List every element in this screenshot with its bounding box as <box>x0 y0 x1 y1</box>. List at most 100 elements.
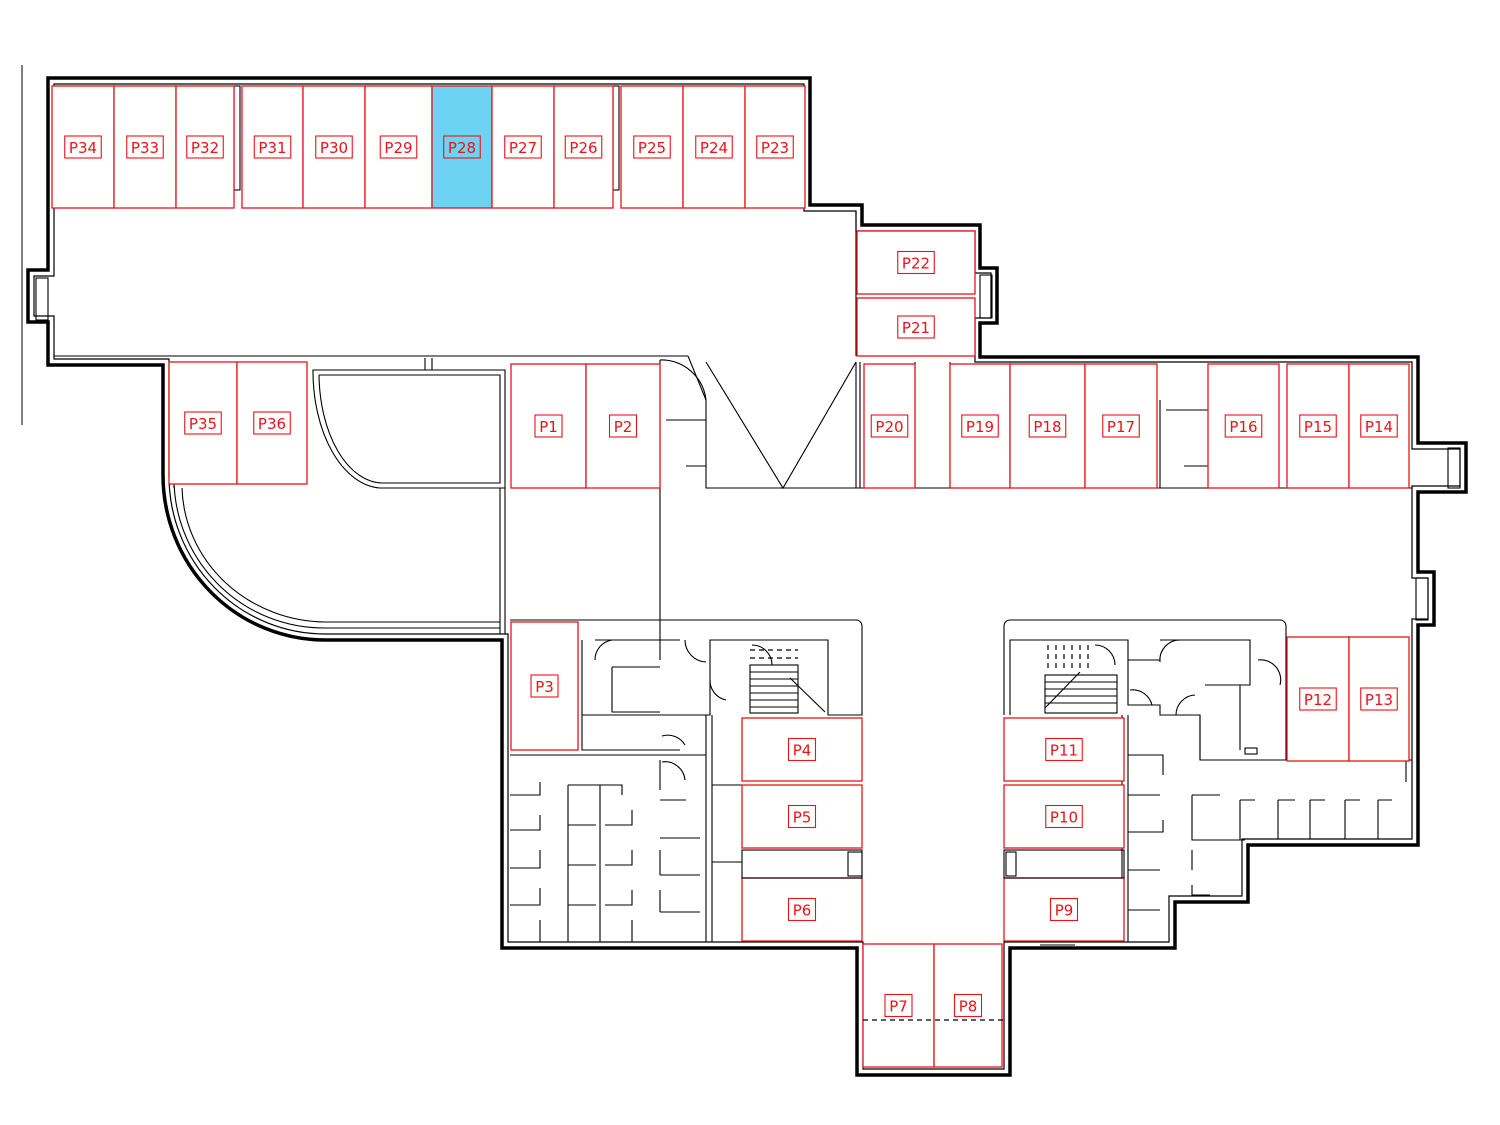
curb-stripes <box>741 849 1125 1021</box>
space-label: P18 <box>1033 418 1061 436</box>
parking-space-p13[interactable]: P13 <box>1348 636 1410 762</box>
parking-space-p4[interactable]: P4 <box>741 717 863 782</box>
space-label-box <box>961 414 999 438</box>
parking-space-p9[interactable]: P9 <box>1003 877 1125 942</box>
parking-space-p35[interactable]: P35 <box>168 361 238 485</box>
space-label-box <box>608 414 638 438</box>
space-label: P26 <box>569 139 597 157</box>
parking-space-p11[interactable]: P11 <box>1003 717 1125 782</box>
parking-space-p7[interactable]: P7 <box>862 943 935 1068</box>
parking-space-p34[interactable]: P34 <box>51 85 115 209</box>
parking-space-p16[interactable]: P16 <box>1207 363 1280 489</box>
space-label-box <box>1224 414 1263 438</box>
parking-space-p18[interactable]: P18 <box>1009 363 1086 489</box>
space-label-box <box>530 674 559 698</box>
space-label: P19 <box>966 418 994 436</box>
space-label: P1 <box>539 418 558 436</box>
space-label: P14 <box>1365 418 1393 436</box>
parking-space-p10[interactable]: P10 <box>1003 784 1125 849</box>
space-label: P36 <box>258 415 286 433</box>
window-west <box>35 277 49 321</box>
space-label: P4 <box>793 742 812 760</box>
parking-space-p6[interactable]: P6 <box>741 877 863 942</box>
space-label-box <box>126 135 164 159</box>
space-label-box <box>379 135 418 159</box>
space-label-box <box>953 993 983 1018</box>
space-label: P27 <box>509 139 537 157</box>
window-east <box>1447 447 1461 489</box>
parking-space-p17[interactable]: P17 <box>1084 363 1158 489</box>
space-label-box <box>1299 687 1337 711</box>
parking-space-outline[interactable] <box>1286 363 1350 489</box>
parking-space-p15[interactable]: P15 <box>1286 363 1350 489</box>
parking-space-p19[interactable]: P19 <box>949 363 1011 489</box>
parking-space-p21[interactable]: P21 <box>856 297 976 357</box>
space-label: P30 <box>320 139 348 157</box>
space-label: P24 <box>700 139 728 157</box>
parking-space-p5[interactable]: P5 <box>741 784 863 849</box>
parking-space-p3[interactable]: P3 <box>510 621 579 751</box>
window-east-lower <box>1415 577 1429 621</box>
space-label-box <box>756 135 794 159</box>
space-label-box <box>253 135 292 159</box>
space-label-box <box>1102 414 1140 438</box>
space-label-box <box>315 135 353 159</box>
parking-space-p24[interactable]: P24 <box>682 85 746 209</box>
space-label-box <box>787 897 817 922</box>
space-label: P34 <box>69 139 97 157</box>
space-label: P16 <box>1229 418 1257 436</box>
parking-space-p23[interactable]: P23 <box>744 85 806 209</box>
parking-space-p8[interactable]: P8 <box>933 943 1003 1068</box>
space-label: P5 <box>793 809 812 827</box>
space-label: P22 <box>902 255 930 273</box>
parking-space-p12[interactable]: P12 <box>1286 636 1350 762</box>
space-label-box <box>1028 414 1067 438</box>
space-label: P15 <box>1304 418 1332 436</box>
space-label-box <box>1360 687 1398 711</box>
space-label: P25 <box>638 139 666 157</box>
space-label-box <box>1049 897 1079 922</box>
parking-space-p30[interactable]: P30 <box>302 85 366 209</box>
space-label-box <box>1299 414 1337 438</box>
parking-space-p31[interactable]: P31 <box>241 85 304 209</box>
space-label-box <box>184 411 222 435</box>
parking-space-p14[interactable]: P14 <box>1348 363 1410 489</box>
parking-space-outline[interactable] <box>553 85 614 209</box>
space-label-box <box>253 411 291 435</box>
space-label: P35 <box>189 415 217 433</box>
space-label: P31 <box>258 139 286 157</box>
parking-space-p36[interactable]: P36 <box>236 361 308 485</box>
space-label: P13 <box>1365 691 1393 709</box>
space-label: P7 <box>889 998 908 1016</box>
space-label-box <box>787 737 817 762</box>
space-label-box <box>64 135 102 159</box>
parking-space-p1[interactable]: P1 <box>510 363 587 489</box>
space-label-box <box>787 804 817 829</box>
space-label: P33 <box>131 139 159 157</box>
parking-space-p27[interactable]: P27 <box>491 85 555 209</box>
parking-space-p33[interactable]: P33 <box>113 85 177 209</box>
space-label: P8 <box>959 998 978 1016</box>
parking-space-p28[interactable]: P28 <box>431 85 493 209</box>
space-label-box <box>1045 737 1083 762</box>
space-label-box <box>1045 804 1083 829</box>
space-label: P32 <box>191 139 219 157</box>
exterior-wall <box>26 76 1468 1077</box>
space-label-box <box>504 135 542 159</box>
space-label: P9 <box>1055 902 1074 920</box>
space-label: P17 <box>1107 418 1135 436</box>
space-label-box <box>186 135 224 159</box>
space-label: P12 <box>1304 691 1332 709</box>
parking-space-p2[interactable]: P2 <box>585 363 661 489</box>
space-label-box <box>897 250 935 275</box>
exterior-wall-inner <box>33 83 1461 1070</box>
parking-space-p22[interactable]: P22 <box>856 230 976 295</box>
parking-space-p20[interactable]: P20 <box>863 363 916 489</box>
parking-space-p26[interactable]: P26 <box>553 85 614 209</box>
parking-space-p32[interactable]: P32 <box>175 85 235 209</box>
parking-space-p29[interactable]: P29 <box>364 85 433 209</box>
interior-walls <box>54 85 1412 946</box>
space-label: P23 <box>761 139 789 157</box>
parking-space-p25[interactable]: P25 <box>620 85 684 209</box>
